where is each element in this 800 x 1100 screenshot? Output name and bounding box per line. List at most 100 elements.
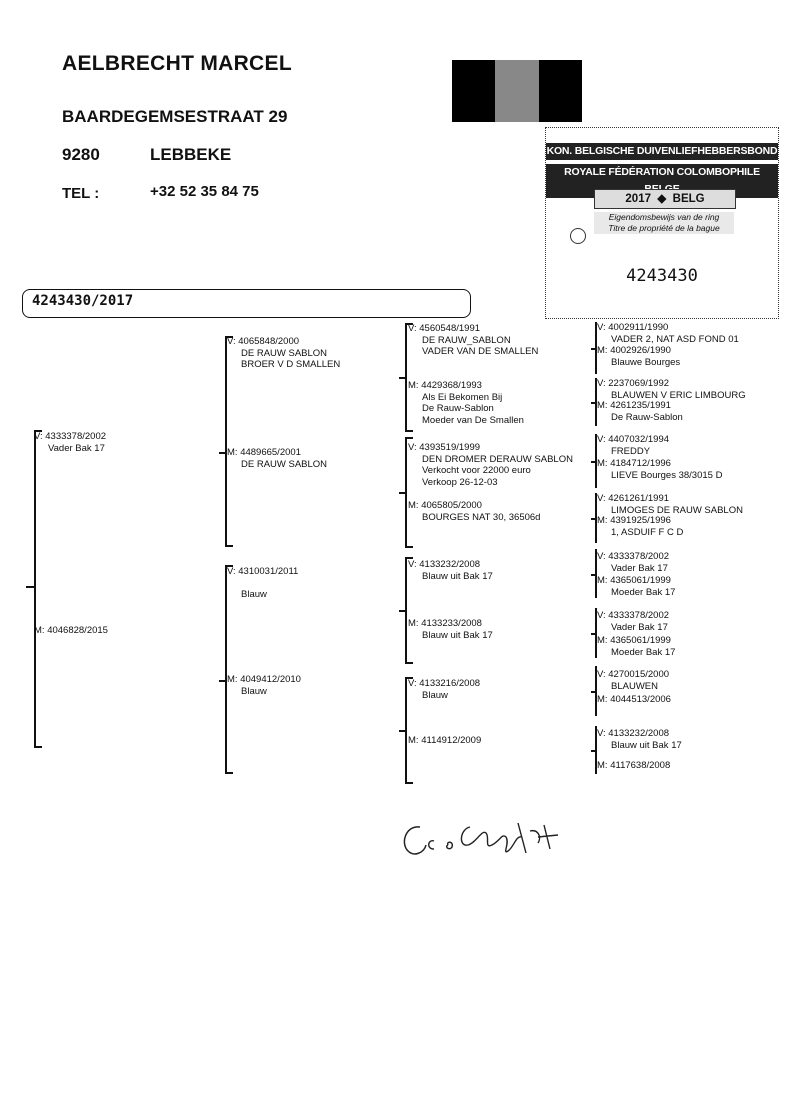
pigeon-ring: 4365061/1999: [607, 575, 671, 586]
pigeon-info-line: Moeder Bak 17: [611, 646, 676, 658]
bracket-gen3: [405, 437, 407, 546]
bracket-gen2-link: [219, 452, 227, 454]
pigeon-info-line: Moeder van De Smallen: [422, 414, 524, 426]
parent-code: M:: [34, 625, 45, 636]
pigeon-info-line: Vader Bak 17: [611, 621, 668, 633]
bracket-gen1: [34, 430, 36, 748]
bracket-gen3-bottom: [405, 662, 413, 664]
bracket-gen1-link: [26, 586, 36, 588]
pigeon-ring: 4489665/2001: [237, 447, 301, 458]
pigeon-ring: 4391925/1996: [607, 515, 671, 526]
parent-code: M:: [227, 674, 238, 685]
pigeon-ring: 4133232/2008: [605, 728, 670, 739]
pigeon-ring: 4044513/2006: [607, 694, 671, 705]
owner-tel: +32 52 35 84 75: [150, 183, 259, 200]
dam-gen4: M: 4117638/2008: [597, 760, 670, 772]
parent-code: V:: [227, 566, 236, 577]
pigeon-ring: 4114912/2009: [418, 735, 482, 746]
parent-code: M:: [597, 694, 608, 705]
pigeon-info-line: DE RAUW_SABLON: [422, 334, 511, 346]
bracket-gen1-top: [34, 430, 42, 432]
ring-number-box: [22, 289, 471, 318]
parent-code: V:: [408, 323, 417, 334]
bracket-gen2: [225, 336, 227, 545]
owner-zip: 9280: [62, 145, 100, 164]
dam-gen3: M: 4114912/2009: [408, 735, 481, 747]
bracket-gen3: [405, 323, 407, 430]
cert-punch-hole-icon: [570, 228, 586, 244]
parent-code: V:: [597, 728, 606, 739]
owner-street: BAARDEGEMSESTRAAT 29: [62, 107, 288, 126]
pigeon-ring: 4407032/1994: [605, 434, 670, 445]
parent-code: V:: [597, 434, 606, 445]
pigeon-info-line: Blauw uit Bak 17: [422, 629, 493, 641]
parent-code: M:: [597, 345, 608, 356]
pigeon-ring: 4184712/1996: [607, 458, 671, 469]
pigeon-ring: 4133232/2008: [416, 559, 481, 570]
cert-org-nl: KON. BELGISCHE DUIVENLIEFHEBBERSBOND: [546, 143, 778, 160]
bracket-gen4-link: [591, 750, 597, 752]
bracket-gen4-link: [591, 633, 597, 635]
pigeon-info-line: De Rauw-Sablon: [611, 411, 683, 423]
bracket-gen2-top: [225, 565, 233, 567]
bracket-gen3-top: [405, 323, 413, 325]
pigeon-ring: 4333378/2002: [42, 431, 107, 442]
bracket-gen4-link: [591, 518, 597, 520]
pigeon-info-line: Blauw: [422, 689, 448, 701]
cert-country: BELG: [672, 193, 705, 205]
bracket-gen4-link: [591, 461, 597, 463]
parent-code: M:: [597, 400, 608, 411]
owner-tel-label: TEL :: [62, 185, 100, 202]
pigeon-info-line: Vader Bak 17: [48, 442, 105, 454]
bracket-gen3-bottom: [405, 546, 413, 548]
bracket-gen3-link: [399, 730, 407, 732]
bracket-gen3-link: [399, 377, 407, 379]
bracket-gen4-link: [591, 402, 597, 404]
pigeon-info-line: Blauw: [241, 589, 267, 600]
parent-code: M:: [597, 760, 608, 771]
pigeon-ring: 4261235/1991: [607, 400, 671, 411]
bracket-gen3-link: [399, 610, 407, 612]
bracket-gen4: [595, 549, 597, 598]
parent-code: M:: [408, 735, 419, 746]
parent-code: V:: [597, 610, 606, 621]
pigeon-ring: 4333378/2002: [605, 551, 670, 562]
parent-code: M:: [597, 575, 608, 586]
bracket-gen2-bottom: [225, 772, 233, 774]
pigeon-ring: 4049412/2010: [237, 674, 301, 685]
signature-icon: [403, 822, 559, 855]
bracket-gen3-top: [405, 437, 413, 439]
pigeon-ring: 4133216/2008: [416, 678, 481, 689]
bracket-gen1-bottom: [34, 746, 42, 748]
cert-title: Eigendomsbewijs van de ring Titre de pro…: [594, 212, 734, 234]
parent-code: V:: [597, 322, 606, 333]
pigeon-ring: 4365061/1999: [607, 635, 671, 646]
bracket-gen4-link: [591, 691, 597, 693]
pigeon-info-line: VADER 2, NAT ASD FOND 01: [611, 333, 739, 345]
cert-title-fr: Titre de propriété de la bague: [608, 223, 720, 233]
bracket-gen3-link: [399, 492, 407, 494]
pigeon-ring: 4393519/1999: [416, 442, 481, 453]
pigeon-info-line: De Rauw-Sablon: [422, 403, 494, 414]
flag-stripe-left: [452, 60, 496, 122]
cert-emblem-icon: ◆: [654, 193, 670, 205]
ownership-certificate: KON. BELGISCHE DUIVENLIEFHEBBERSBOND ROY…: [545, 127, 779, 319]
pigeon-ring: 4065848/2000: [235, 336, 300, 347]
bracket-gen3-bottom: [405, 782, 413, 784]
pigeon-ring: 4310031/2011: [235, 566, 299, 577]
pigeon-ring: 4270015/2000: [605, 669, 670, 680]
bracket-gen3-top: [405, 677, 413, 679]
pigeon-info-line: Als Ei Bekomen Bij: [422, 391, 503, 403]
